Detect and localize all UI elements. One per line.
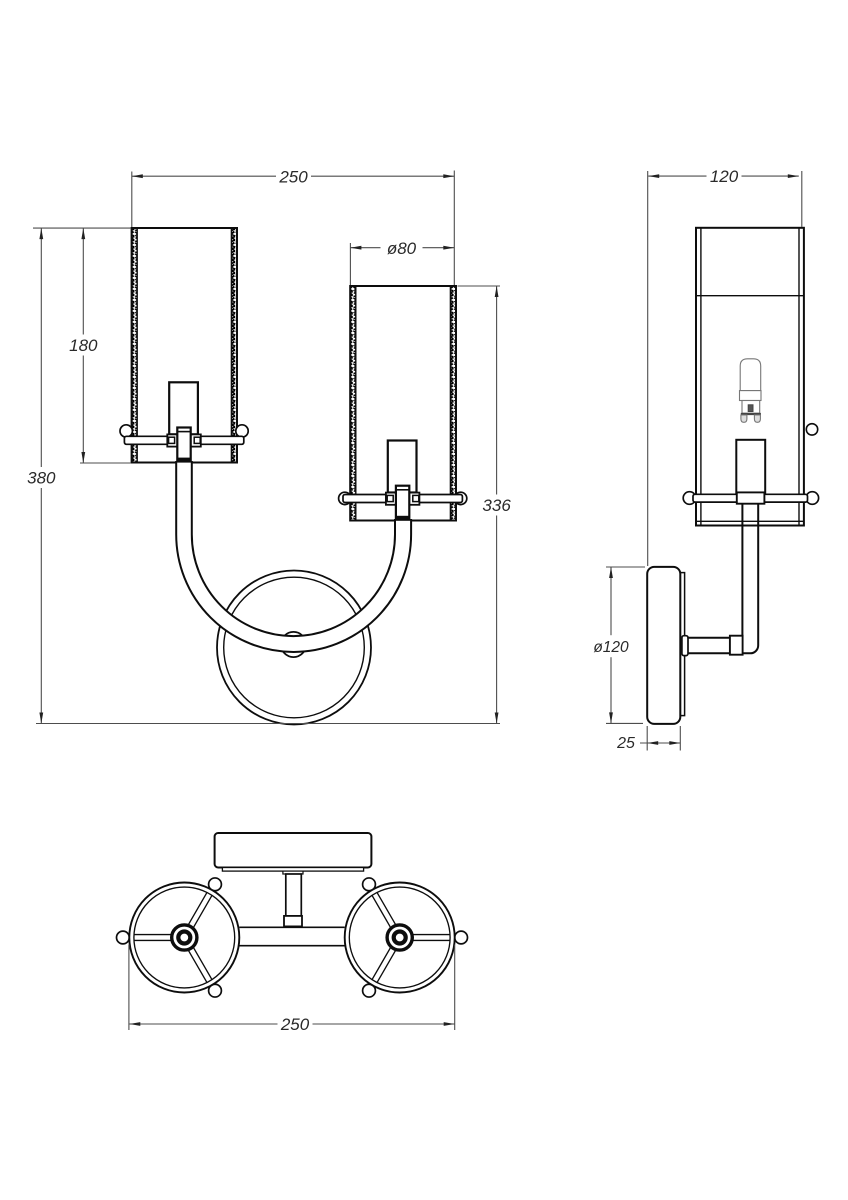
svg-text:380: 380 [27,469,56,488]
svg-text:25: 25 [616,735,635,752]
svg-text:250: 250 [280,1015,310,1034]
svg-text:ø80: ø80 [387,239,417,258]
svg-text:120: 120 [710,167,739,186]
svg-text:180: 180 [69,336,98,355]
svg-text:336: 336 [482,496,511,515]
svg-text:250: 250 [278,167,308,186]
svg-text:ø120: ø120 [593,639,629,656]
